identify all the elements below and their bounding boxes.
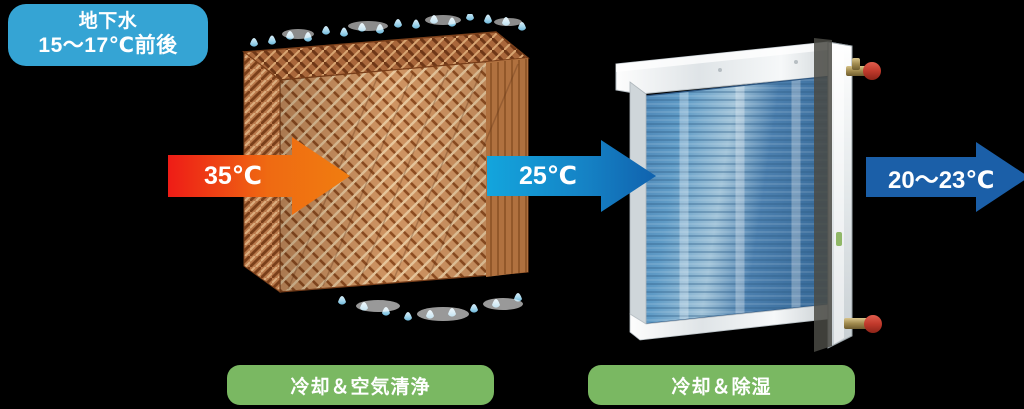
right-arrow-icon: [168, 137, 350, 215]
coil-side-panel: [814, 38, 832, 352]
coil-right-post: [827, 41, 853, 349]
right-arrow-icon: [487, 140, 656, 212]
coil-fin-face: [643, 75, 833, 325]
cooling-coil-illustration: [615, 38, 882, 352]
coil-top-valve: [846, 58, 881, 80]
process-label-stage1: 冷却＆空気清浄: [227, 365, 494, 405]
coil-bottom-valve: [844, 315, 882, 333]
mist-bottom: [356, 298, 523, 321]
groundwater-label-line2: 15〜17℃前後: [38, 33, 178, 57]
airflow-arrow-intermediate: 25℃: [487, 140, 656, 212]
coil-latch: [836, 232, 842, 246]
pad-body: [242, 31, 530, 293]
right-arrow-icon: [866, 142, 1024, 212]
groundwater-label: 地下水 15〜17℃前後: [8, 4, 208, 66]
evaporative-cooling-pad: [228, 12, 538, 344]
process-label-stage2: 冷却＆除湿: [588, 365, 855, 405]
mist-top: [282, 15, 522, 39]
cooling-pad-illustration: [242, 12, 530, 321]
airflow-arrow-inlet: 35℃: [168, 137, 350, 215]
airflow-arrow-outlet: 20〜23℃: [866, 142, 1024, 212]
groundwater-label-line1: 地下水: [78, 11, 138, 33]
chilled-water-coil-unit: [600, 18, 890, 366]
